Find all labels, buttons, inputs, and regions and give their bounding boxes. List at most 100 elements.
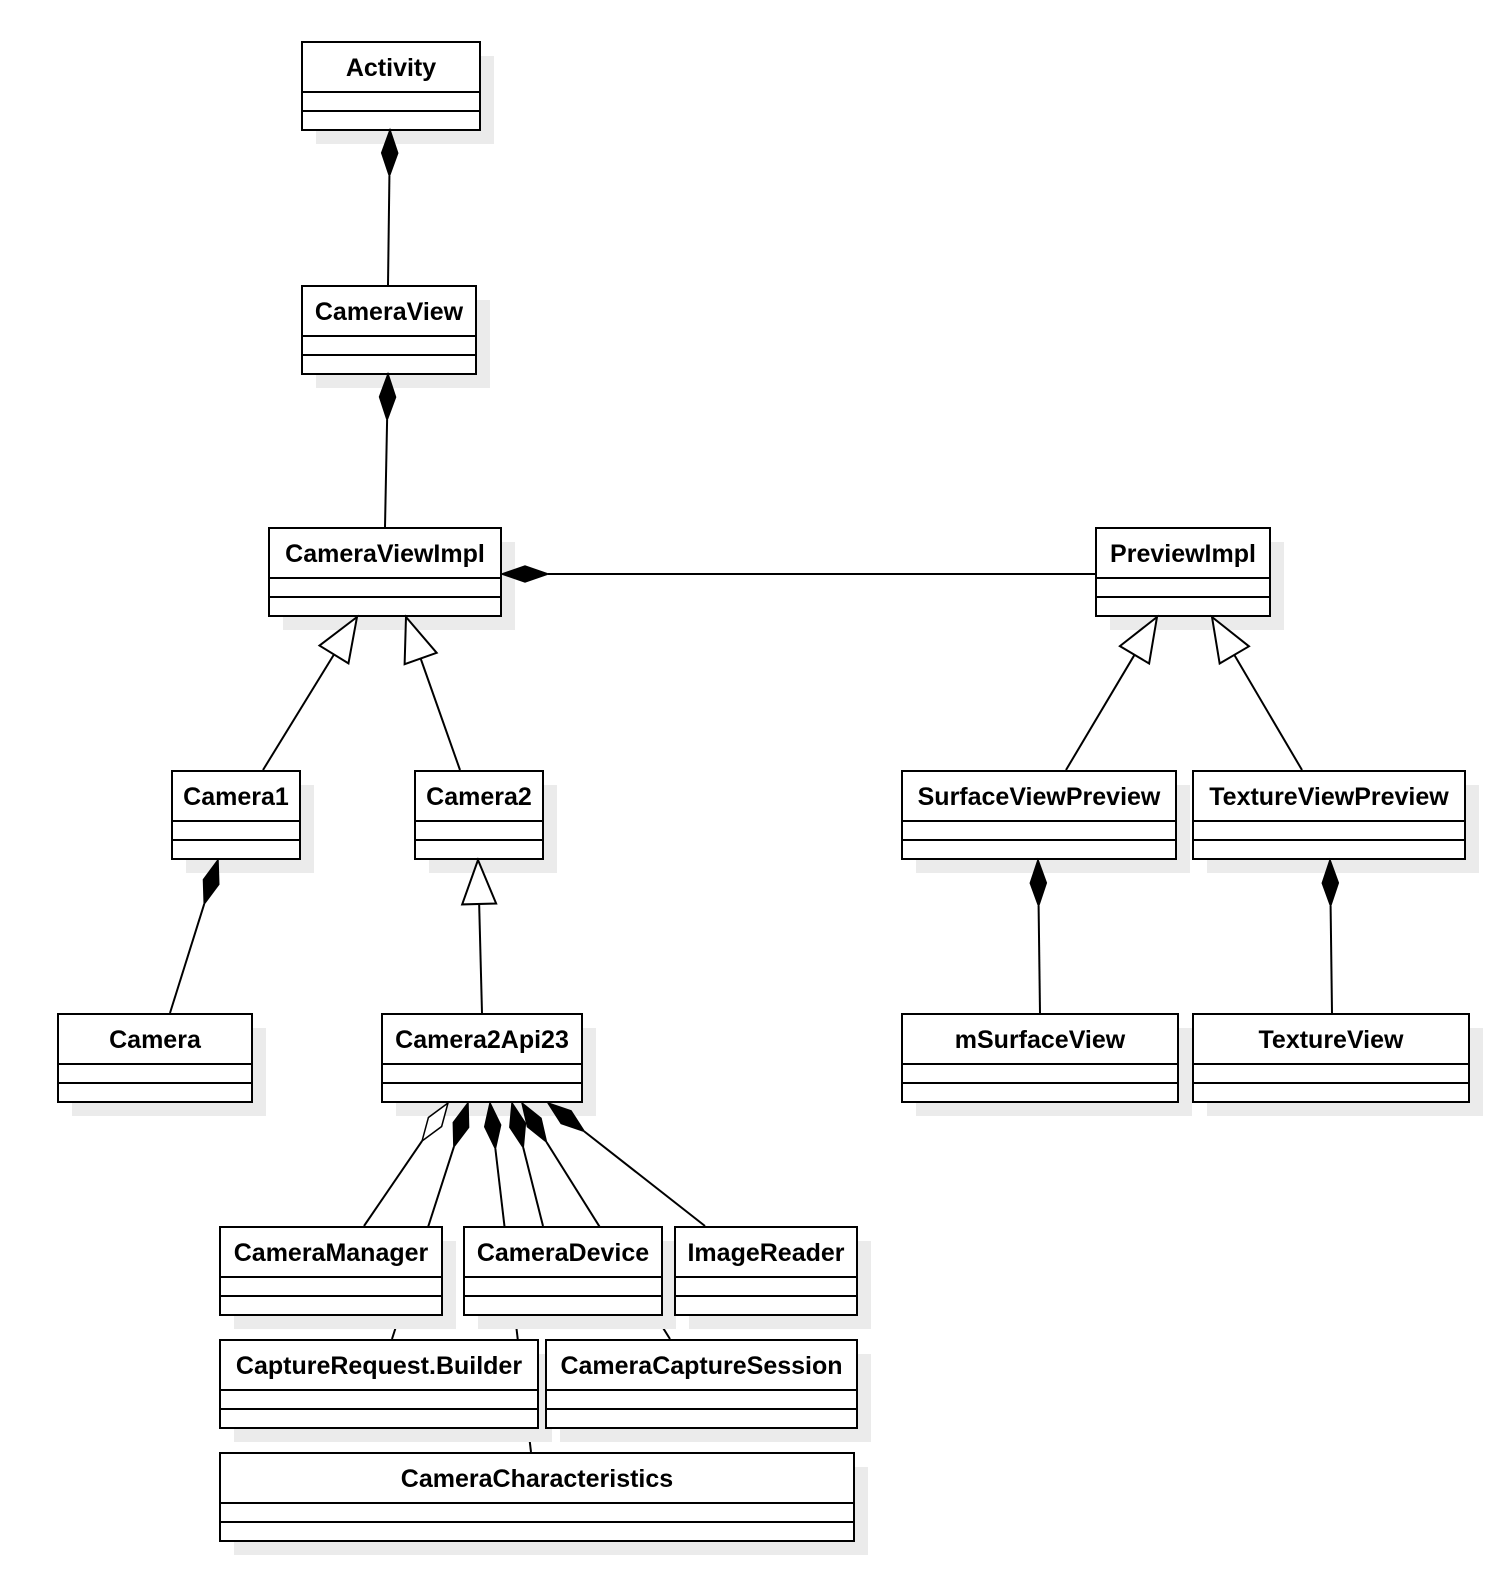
class-name: PreviewImpl [1110,540,1256,568]
class-name: Camera [109,1026,202,1054]
class-box [545,1339,858,1429]
class-box [1192,1013,1470,1103]
class-preview-impl[interactable]: PreviewImpl [1095,527,1284,630]
edge-line [387,175,391,286]
edge-line [363,1140,423,1227]
edge-line [1233,654,1303,771]
generalization-triangle-icon [317,614,359,666]
class-name: CameraDevice [477,1239,649,1267]
class-camera[interactable]: Camera [57,1013,266,1116]
relationship-generalization [478,903,483,1014]
class-m-surface-view[interactable]: mSurfaceView [901,1013,1192,1116]
relationship-composition [583,1130,706,1227]
class-box [219,1452,855,1542]
generalization-triangle-icon [1118,614,1159,666]
relationship-composition [1329,905,1333,1014]
markers-layer [202,127,1340,1151]
edge-line [169,903,206,1014]
composition-diamond-icon [499,565,551,583]
edge-line [1329,905,1333,1014]
edge-line [478,903,483,1014]
class-camera-view[interactable]: CameraView [301,285,490,388]
class-name: Activity [346,54,436,82]
class-name: CameraCharacteristics [401,1465,673,1493]
composition-diamond-icon [202,857,220,907]
aggregation-diamond-icon [420,1101,450,1143]
composition-diamond-icon [1321,857,1340,909]
class-name: Camera2 [426,783,532,811]
relationship-composition [387,175,391,286]
generalization-triangle-icon [403,614,439,666]
edge-line [522,1147,544,1227]
class-name: ImageReader [687,1239,844,1267]
class-name: SurfaceViewPreview [918,783,1161,811]
class-camera-characteristics[interactable]: CameraCharacteristics [219,1452,868,1555]
class-name: CameraManager [234,1239,429,1267]
class-box [171,770,301,860]
relationship-composition [384,419,389,528]
class-box [301,41,481,131]
edge-line [1065,654,1136,771]
class-activity[interactable]: Activity [301,41,494,144]
edge-line [1037,905,1041,1014]
class-box [301,285,477,375]
composition-diamond-icon [520,1101,548,1144]
class-texture-view[interactable]: TextureView [1192,1013,1483,1116]
class-camera2[interactable]: Camera2 [414,770,557,873]
class-camera-view-impl[interactable]: CameraViewImpl [268,527,515,630]
class-texture-view-preview[interactable]: TextureViewPreview [1192,770,1479,873]
class-box [219,1226,443,1316]
class-box [463,1226,663,1316]
class-camera-capture-session[interactable]: CameraCaptureSession [545,1339,871,1442]
edge-line [262,653,335,771]
composition-diamond-icon [380,127,399,179]
class-surface-view-preview[interactable]: SurfaceViewPreview [901,770,1190,873]
class-box [57,1013,253,1103]
class-box [414,770,544,860]
relationship-composition [522,1147,544,1227]
class-box [381,1013,583,1103]
class-box [1192,770,1466,860]
class-name: Camera2Api23 [395,1026,569,1054]
class-camera-device[interactable]: CameraDevice [463,1226,676,1329]
relationship-generalization [1233,654,1303,771]
class-camera1[interactable]: Camera1 [171,770,314,873]
relationship-aggregation [363,1140,423,1227]
relationship-composition [1037,905,1041,1014]
class-name: Camera1 [183,783,289,811]
class-name: CameraCaptureSession [560,1352,842,1380]
class-name: TextureView [1259,1026,1405,1054]
class-box [219,1339,539,1429]
composition-diamond-icon [483,1100,502,1151]
composition-diamond-icon [378,371,397,423]
class-name: CameraView [315,298,464,326]
class-box [1095,527,1271,617]
composition-diamond-icon [452,1100,470,1149]
relationship-composition [169,903,206,1014]
relationship-generalization [1065,654,1136,771]
class-box [901,770,1177,860]
composition-diamond-icon [546,1101,587,1133]
edge-line [419,658,461,771]
class-name: TextureViewPreview [1209,783,1449,811]
edge-line [583,1130,706,1227]
class-box [674,1226,858,1316]
composition-diamond-icon [1029,857,1048,909]
class-name: CaptureRequest.Builder [236,1352,522,1380]
generalization-triangle-icon [1210,614,1251,666]
composition-diamond-icon [509,1100,527,1150]
class-camera2-api23[interactable]: Camera2Api23 [381,1013,596,1116]
edge-line [384,419,389,528]
class-capture-request-builder[interactable]: CaptureRequest.Builder [219,1339,552,1442]
class-image-reader[interactable]: ImageReader [674,1226,871,1329]
generalization-triangle-icon [460,857,498,906]
class-camera-manager[interactable]: CameraManager [219,1226,456,1329]
class-name: CameraViewImpl [285,540,485,568]
class-name: mSurfaceView [955,1026,1126,1054]
class-box [901,1013,1179,1103]
class-box [268,527,502,617]
relationship-generalization [262,653,335,771]
